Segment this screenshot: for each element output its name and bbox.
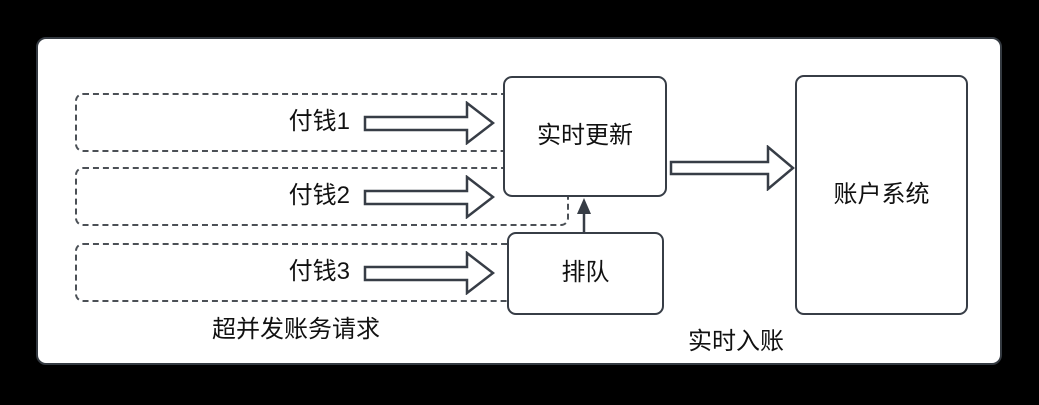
right-block-arrow-icon <box>363 250 495 295</box>
right-block-arrow-icon <box>363 100 495 145</box>
flow-caption: 实时入账 <box>688 328 784 355</box>
realtime-update-node: 实时更新 <box>503 76 667 197</box>
request-box-3: 付钱3 <box>75 243 569 302</box>
account-system-node: 账户系统 <box>795 75 968 315</box>
requests-caption: 超并发账务请求 <box>212 316 380 343</box>
right-block-arrow-icon <box>363 174 495 219</box>
up-arrow-icon <box>577 198 591 233</box>
request-box-2: 付钱2 <box>75 167 569 226</box>
request-label-1: 付钱1 <box>288 108 350 136</box>
request-label-2: 付钱2 <box>288 182 350 210</box>
realtime-update-label: 实时更新 <box>537 122 633 150</box>
queue-label: 排队 <box>561 259 610 287</box>
request-label-3: 付钱3 <box>288 258 350 286</box>
queue-node: 排队 <box>507 232 664 315</box>
account-system-label: 账户系统 <box>833 180 930 208</box>
flow-block-arrow-icon <box>669 145 795 191</box>
request-box-1: 付钱1 <box>75 93 569 152</box>
